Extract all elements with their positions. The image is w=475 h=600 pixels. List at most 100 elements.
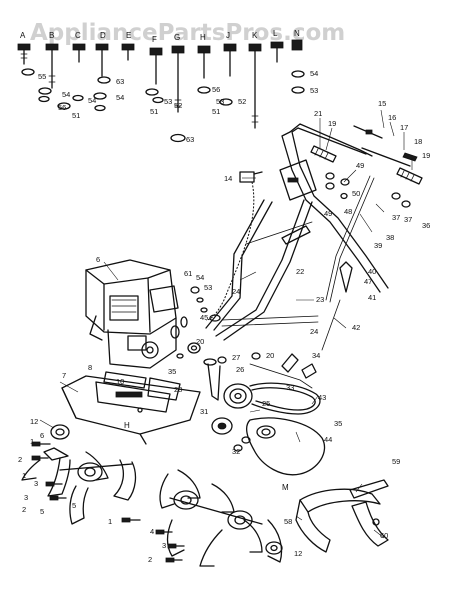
callout-36: 36: [422, 221, 430, 230]
long-bolt-k: [248, 43, 262, 129]
belt-guard: [245, 417, 326, 476]
callout-49: 49: [356, 161, 364, 170]
callout-40: 40: [368, 267, 376, 276]
frame-tubes: [205, 199, 319, 341]
callout-12: 12: [30, 417, 38, 426]
depth-shield: [61, 371, 201, 445]
callout-19: 19: [422, 151, 430, 160]
letter-e: E: [126, 31, 131, 40]
callout-51: 51: [150, 107, 158, 116]
carriage-bolt-a: [17, 43, 31, 65]
letter-h: H: [200, 33, 206, 42]
bolts-left: [31, 441, 67, 501]
callout-53: 53: [310, 86, 318, 95]
callout-32: 32: [232, 447, 240, 456]
callout-42: 42: [352, 323, 360, 332]
callout-54: 54: [310, 69, 318, 78]
callout-53: 53: [164, 97, 172, 106]
callout-24: 24: [232, 287, 240, 296]
bolts-right: [121, 517, 185, 563]
callout-3: 3: [24, 493, 28, 502]
callout-54: 54: [196, 273, 204, 282]
callout-14: 14: [224, 174, 232, 183]
clamps: [325, 172, 411, 208]
callout-44: 44: [324, 435, 332, 444]
callout-56: 56: [212, 85, 220, 94]
callout-2: 2: [22, 505, 26, 514]
callout-33: 33: [286, 383, 294, 392]
left-grip: [310, 145, 337, 163]
carriage-bolt-b: [45, 43, 59, 89]
callout-48: 48: [344, 207, 352, 216]
callout-7: 7: [62, 371, 66, 380]
v-belt: [249, 382, 321, 415]
callout-20: 20: [196, 337, 204, 346]
callout-26: 26: [236, 365, 244, 374]
letter-labels: A B C D E F G H J K L M N H: [20, 29, 300, 492]
hex-bolt-j: [223, 43, 237, 77]
callout-10: 10: [116, 377, 124, 386]
letter-h-shield: H: [124, 421, 130, 430]
callout-21: 21: [314, 109, 322, 118]
letter-f: F: [152, 35, 157, 44]
left-tine-assembly: [21, 424, 137, 525]
hex-bolt-f: [149, 47, 163, 85]
callout-51: 51: [72, 111, 80, 120]
callout-19: 19: [328, 119, 336, 128]
drag-stake: [295, 479, 389, 553]
callout-5: 5: [72, 501, 76, 510]
callout-61: 61: [184, 269, 192, 278]
callout-34: 34: [312, 351, 320, 360]
callout-58: 58: [284, 517, 292, 526]
callout-1: 1: [22, 471, 26, 480]
callout-53: 53: [216, 97, 224, 106]
engine: [85, 259, 188, 369]
callout-52: 52: [174, 101, 182, 110]
callout-50: 50: [352, 189, 360, 198]
callout-47: 47: [364, 277, 372, 286]
switch-14: [239, 171, 263, 183]
callout-20: 20: [266, 351, 274, 360]
callout-63: 63: [116, 77, 124, 86]
leader-lines: [39, 109, 413, 539]
callout-39: 39: [374, 241, 382, 250]
hex-bolt-g: [171, 45, 185, 113]
engine-fasteners: [176, 286, 261, 364]
callout-1: 1: [30, 437, 34, 446]
callout-4: 4: [150, 527, 154, 536]
callout-51: 51: [212, 107, 220, 116]
decal-panel: [279, 159, 317, 201]
callout-37: 37: [404, 215, 412, 224]
callout-12: 12: [294, 549, 302, 558]
callout-27: 27: [232, 353, 240, 362]
letter-l: L: [273, 29, 278, 38]
callout-37: 37: [392, 213, 400, 222]
callout-5: 5: [40, 507, 44, 516]
letter-b: B: [49, 31, 54, 40]
callout-3: 3: [162, 541, 166, 550]
callout-labels: 55 54 56 51 54 54 63 53 52 51 56 52 53 5…: [18, 69, 430, 564]
callout-23: 23: [316, 295, 324, 304]
callout-59: 59: [392, 457, 400, 466]
letter-g: G: [174, 33, 180, 42]
carriage-bolt-c: [72, 43, 86, 63]
carriage-bolt-e: [121, 43, 135, 61]
carriage-bolt-l: [270, 41, 284, 63]
callout-2: 2: [18, 455, 22, 464]
callout-54: 54: [88, 96, 96, 105]
callout-31: 31: [200, 407, 208, 416]
callout-53: 53: [204, 283, 212, 292]
callout-52: 52: [238, 97, 246, 106]
throttle-lever: [353, 125, 418, 162]
callout-54: 54: [116, 93, 124, 102]
callout-55: 55: [38, 72, 46, 81]
callout-15: 15: [378, 99, 386, 108]
idler: [211, 417, 233, 435]
letter-a: A: [20, 31, 26, 40]
right-tine-assembly: [121, 469, 283, 567]
spring-n: [291, 39, 303, 51]
callout-35: 35: [168, 367, 176, 376]
carriage-bolt-d: [95, 43, 109, 77]
